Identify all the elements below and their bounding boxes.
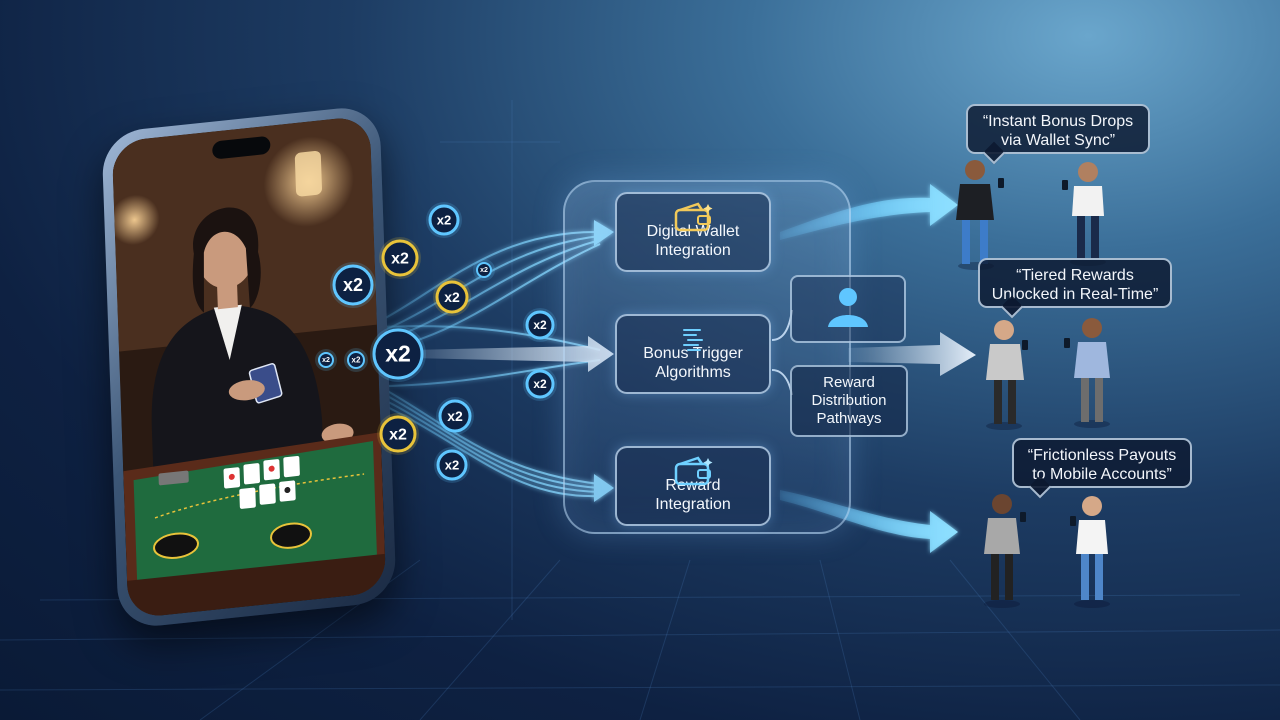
node-label-line: Digital Wallet xyxy=(646,223,740,240)
reward-distribution-pathways-node[interactable]: Reward Distribution Pathways xyxy=(790,365,908,437)
speech-bubble-frictionless-payouts: “Frictionless Payouts to Mobile Accounts… xyxy=(1012,438,1192,499)
multiplier-badge-label: x2 xyxy=(352,356,361,365)
multiplier-badge: x2 xyxy=(344,348,368,372)
multiplier-badge: x2 xyxy=(433,278,471,316)
wallet-icon xyxy=(672,456,714,486)
bubble-line: “Instant Bonus Drops xyxy=(982,113,1134,130)
bubble-line: “Frictionless Payouts xyxy=(1027,447,1177,464)
multiplier-badge: x2 xyxy=(523,308,557,342)
person-figure xyxy=(986,320,1028,430)
node-label-line: Integration xyxy=(655,242,731,259)
multiplier-badge-label: x2 xyxy=(385,341,411,367)
node-label-line: Pathways xyxy=(816,410,882,427)
code-document-icon xyxy=(678,324,708,354)
multiplier-badge-label: x2 xyxy=(445,457,459,472)
node-label-line: Reward xyxy=(823,374,875,391)
node-label-line: Distribution xyxy=(811,392,887,409)
dealer-scene xyxy=(111,115,387,619)
multiplier-badge: x2 xyxy=(523,367,557,401)
multiplier-badge-label: x2 xyxy=(533,377,547,391)
multiplier-badge-label: x2 xyxy=(437,212,451,227)
wallet-icon xyxy=(672,202,714,232)
multiplier-badge-label: x2 xyxy=(444,289,460,305)
multiplier-badge-label: x2 xyxy=(533,318,547,332)
multiplier-badge: x2 xyxy=(315,349,337,371)
multiplier-badge-label: x2 xyxy=(343,275,363,295)
multiplier-badge: x2 xyxy=(370,326,426,382)
speech-bubble-tiered-rewards: “Tiered Rewards Unlocked in Real-Time” xyxy=(978,258,1172,319)
multiplier-badge-label: x2 xyxy=(389,426,407,443)
smartphone xyxy=(101,104,397,630)
multiplier-badge-label: x2 xyxy=(322,357,330,364)
bubble-line: “Tiered Rewards xyxy=(1016,267,1134,284)
live-dealer-screen xyxy=(111,115,387,619)
multiplier-badge: x2 xyxy=(436,397,474,435)
multiplier-badge: x2 xyxy=(426,202,462,238)
person-figure xyxy=(1064,318,1110,428)
multiplier-badge: x2 xyxy=(330,262,376,308)
speech-bubble-instant-bonus: “Instant Bonus Drops via Wallet Sync” xyxy=(966,104,1150,165)
node-label-line: Integration xyxy=(655,496,731,513)
user-icon xyxy=(828,288,868,327)
multiplier-badge: x2 xyxy=(377,413,419,455)
multiplier-badge-label: x2 xyxy=(447,408,463,424)
multiplier-badge: x2 xyxy=(434,447,470,483)
user-icon-box xyxy=(790,275,906,343)
multiplier-badge: x2 xyxy=(379,237,421,279)
bubble-line: to Mobile Accounts” xyxy=(1032,466,1172,483)
bubble-line: via Wallet Sync” xyxy=(1000,132,1116,149)
person-figure xyxy=(956,160,1004,270)
multiplier-badge: x2 xyxy=(473,259,495,281)
node-label-line: Algorithms xyxy=(655,364,731,381)
node-label-line: Bonus Trigger xyxy=(643,345,743,362)
bubble-line: Unlocked in Real-Time” xyxy=(991,286,1159,303)
person-figure xyxy=(1062,162,1106,266)
person-figure xyxy=(1070,496,1110,608)
person-figure xyxy=(984,494,1026,608)
multiplier-badge-label: x2 xyxy=(391,250,409,267)
multiplier-badge-label: x2 xyxy=(480,267,488,274)
